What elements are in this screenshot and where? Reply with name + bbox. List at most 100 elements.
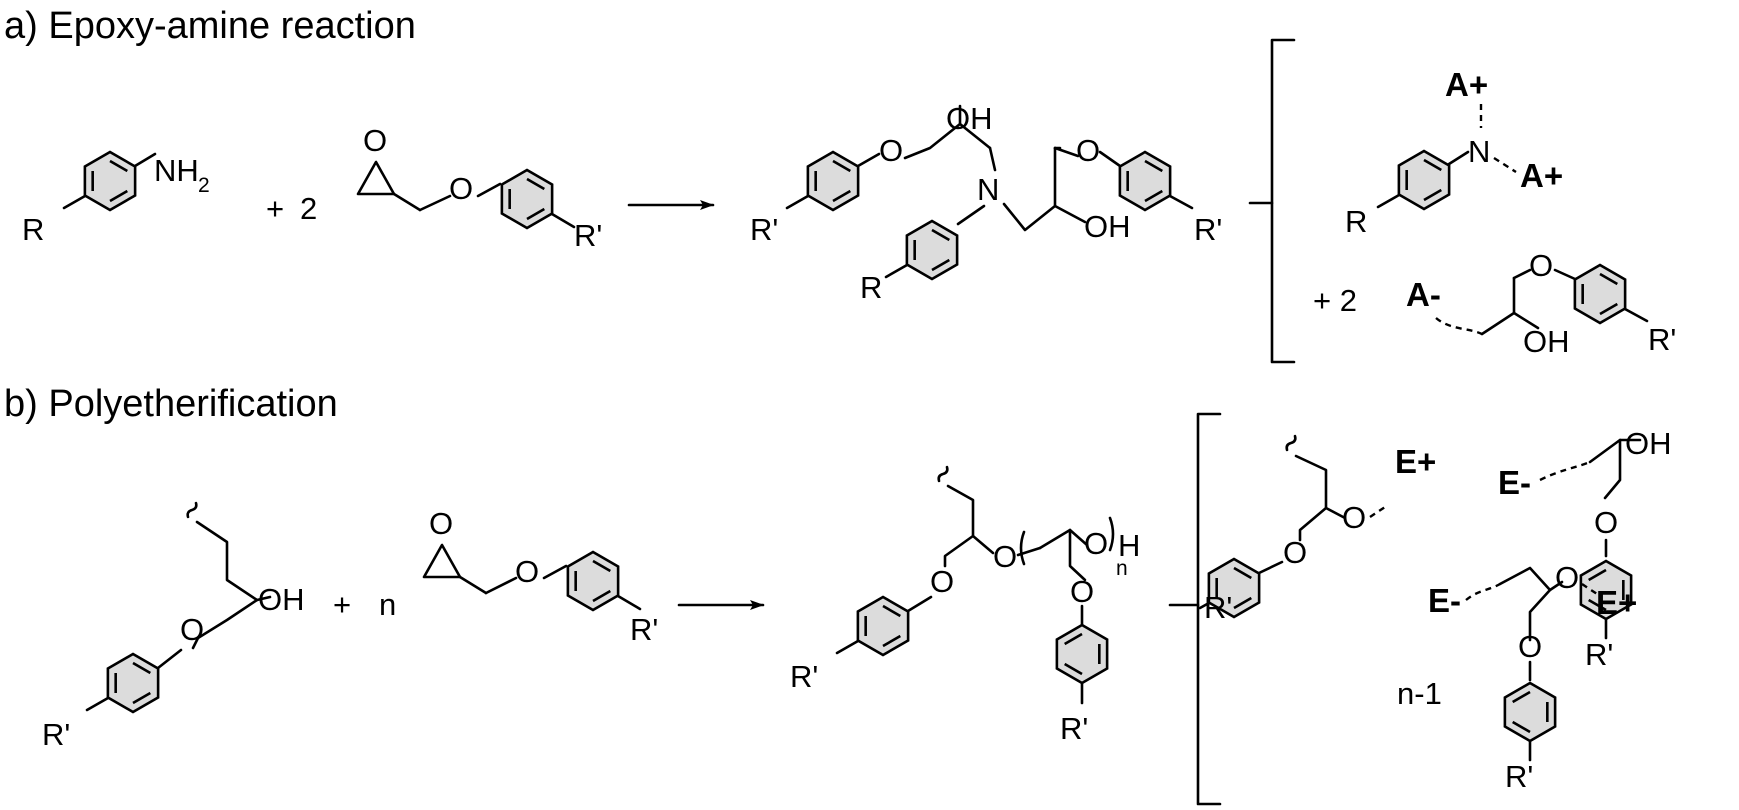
oh-label: OH (1523, 324, 1570, 359)
repeat-n: n (1116, 557, 1128, 580)
oh-label: OH (1625, 426, 1672, 461)
ring-double-bond (1588, 568, 1607, 582)
ether-o: O (993, 539, 1017, 574)
bracket-b (1196, 412, 1222, 806)
ether-o: O (1283, 535, 1307, 570)
ring-double-bond (132, 691, 151, 705)
epoxide-reactant-a: O O (356, 123, 502, 212)
ring-double-bond (832, 189, 851, 203)
ether-o: O (1529, 248, 1553, 283)
rp-label: R' (1204, 590, 1232, 625)
plus-sign: + (266, 191, 284, 226)
n-label: N (977, 172, 999, 207)
rp-label: R' (42, 717, 70, 752)
ring-double-bond (132, 661, 151, 675)
benzene-ring (1397, 149, 1451, 211)
ether-o: O (515, 554, 539, 589)
rp-label: R' (1505, 759, 1533, 794)
ring-double-bond (1064, 662, 1083, 676)
repeat-bracket-left (1019, 530, 1026, 566)
ring-double-bond (1064, 632, 1083, 646)
product-a: R' O OH N R OH O R' (750, 101, 1222, 305)
nh-subscript: 2 (198, 174, 210, 197)
epoxide-o: O (363, 123, 387, 158)
ring-double-bond (1512, 720, 1531, 734)
a-plus-right: A+ (1520, 157, 1563, 194)
ring-double-bond (882, 604, 901, 618)
ether-o: O (1594, 505, 1618, 540)
n-minus-one-label: n-1 (1397, 676, 1442, 711)
rp-label: R' (574, 218, 602, 253)
r-label: R (22, 212, 44, 247)
ether-o: O (180, 612, 204, 647)
ring-double-bond (1512, 690, 1531, 704)
ring-double-bond (1423, 158, 1442, 172)
aniline-reactant (83, 150, 137, 212)
e-minus-bottom: E- (1428, 582, 1461, 619)
coefficient-n: n (379, 587, 396, 622)
ether-o: O (449, 171, 473, 206)
benzene-ring (905, 219, 959, 281)
product-b: O O R' O n H O R' (790, 465, 1140, 746)
plus-two-label: + 2 (1313, 283, 1357, 318)
section-b-title: b) Polyetherification (4, 383, 338, 425)
benzene-ring (566, 550, 620, 612)
rp-label: R' (1648, 322, 1676, 357)
ring-double-bond (931, 258, 950, 272)
a-plus-top: A+ (1445, 66, 1488, 103)
repeat-bracket-right (1108, 516, 1115, 552)
ring-double-bond (592, 559, 611, 573)
benzene-ring (1503, 681, 1557, 743)
ring-double-bond (1599, 272, 1618, 286)
rp-label: R' (630, 612, 658, 647)
epoxide-reactant-b: O O R' (422, 506, 658, 647)
ring-double-bond (109, 159, 128, 173)
ether-o: O (1555, 560, 1579, 595)
ring-double-bond (832, 159, 851, 173)
nh-label: NH (154, 153, 199, 188)
ether-o: O (1518, 629, 1542, 664)
ring-double-bond (1599, 302, 1618, 316)
rp-label: R' (1194, 212, 1222, 247)
coefficient-two: 2 (300, 191, 317, 226)
r-label: R (860, 270, 882, 305)
e-plus-bottom: E+ (1596, 584, 1637, 621)
ring-double-bond (526, 177, 545, 191)
polymer-chain-end: OH O R' (42, 501, 305, 752)
ring-double-bond (1233, 596, 1252, 610)
h-label: H (1118, 528, 1140, 563)
plus-sign: + (333, 587, 351, 622)
oh-label: OH (1084, 209, 1131, 244)
a-plus-complex: A+ N A+ R (1345, 66, 1563, 239)
rp-label: R' (750, 212, 778, 247)
phenyl-ring (500, 168, 554, 230)
ring-double-bond (1588, 598, 1607, 612)
bracket-a (1270, 38, 1296, 364)
ring-double-bond (931, 228, 950, 242)
section-a-title: a) Epoxy-amine reaction (4, 5, 416, 47)
ring-double-bond (882, 634, 901, 648)
rp-label: R' (1585, 637, 1613, 672)
e-complex-left: O E+ O R' (1198, 434, 1436, 625)
rp-label: R' (1060, 711, 1088, 746)
ring-double-bond (526, 207, 545, 221)
oh-label: OH (258, 582, 305, 617)
epoxide-o: O (429, 506, 453, 541)
benzene-ring (500, 168, 554, 230)
ether-o: O (1084, 526, 1108, 561)
ether-o: O (879, 133, 903, 168)
ring-double-bond (1233, 566, 1252, 580)
e-minus-top: E- (1498, 464, 1531, 501)
a-minus-label: A- (1406, 276, 1441, 313)
e-complex-right: E- OH O R' (1498, 426, 1672, 672)
ether-o: O (1076, 133, 1100, 168)
ether-o: O (1070, 574, 1094, 609)
a-minus-complex: A- O OH R' (1406, 248, 1676, 359)
e-plus-top: E+ (1395, 443, 1436, 480)
ring-double-bond (592, 589, 611, 603)
ring-double-bond (1144, 189, 1163, 203)
ether-o: O (1342, 500, 1366, 535)
rp-label: R' (790, 659, 818, 694)
n-label: N (1468, 134, 1490, 169)
